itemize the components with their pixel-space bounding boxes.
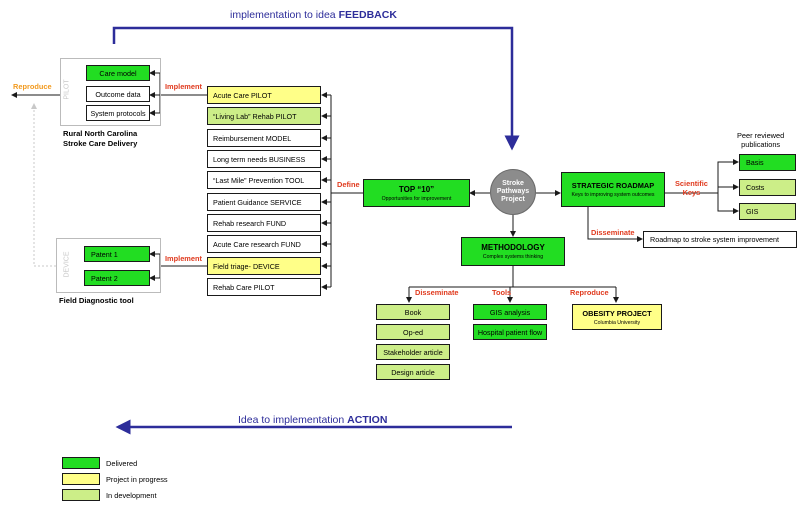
disseminate-right-label: Disseminate bbox=[591, 228, 635, 237]
peer-line2: publications bbox=[741, 140, 781, 149]
peer-reviewed-caption: Peer reviewed publications bbox=[737, 131, 784, 149]
pilot-caption-line1: Rural North Carolina bbox=[63, 129, 138, 138]
legend-label-delivered: Delivered bbox=[106, 459, 138, 468]
device-patent-2: Patent 2 bbox=[84, 270, 150, 286]
tools-label: Tools bbox=[492, 288, 512, 297]
disseminate-oped: Op-ed bbox=[376, 324, 450, 340]
tools-gis-analysis: GIS analysis bbox=[473, 304, 547, 320]
legend-swatch-in-development bbox=[62, 489, 100, 501]
legend-label-in-progress: Project in progress bbox=[106, 475, 168, 484]
project-field-triage-device: Field triage- DEVICE bbox=[207, 257, 321, 275]
project-reimbursement-model: Reimbursement MODEL bbox=[207, 129, 321, 147]
scientific-line2: Keys bbox=[682, 188, 701, 197]
peer-line1: Peer reviewed bbox=[737, 131, 785, 140]
implement-top-label: Implement bbox=[165, 82, 202, 91]
device-patent-1: Patent 1 bbox=[84, 246, 150, 262]
hub-line1: Stroke bbox=[502, 180, 524, 187]
peer-costs: Costs bbox=[739, 179, 796, 196]
device-to-pilot-dotted bbox=[31, 103, 56, 267]
device-caption: Field Diagnostic tool bbox=[59, 296, 134, 305]
hub-line3: Project bbox=[501, 196, 525, 203]
roadmap-output-box: Roadmap to stroke system improvement bbox=[643, 231, 797, 248]
legend-label-in-development: In development bbox=[106, 491, 157, 500]
methodology-box: METHODOLOGY Complex systems thinking bbox=[461, 237, 565, 266]
pilot-system-protocols: System protocols bbox=[86, 105, 150, 121]
implement-bottom-label: Implement bbox=[165, 254, 202, 263]
disseminate-design-article: Design article bbox=[376, 364, 450, 380]
feedback-prefix: implementation to idea bbox=[230, 9, 339, 21]
legend-swatch-in-progress bbox=[62, 473, 100, 485]
disseminate-book: Book bbox=[376, 304, 450, 320]
feedback-caption: implementation to idea FEEDBACK bbox=[230, 9, 397, 21]
project-patient-guidance-service: Patient Guidance SERVICE bbox=[207, 193, 321, 211]
reproduce-left-label: Reproduce bbox=[13, 82, 52, 91]
feedback-loop-arrow bbox=[112, 26, 520, 151]
project-acute-care-research-fund: Acute Care research FUND bbox=[207, 235, 321, 253]
methodology-title: METHODOLOGY bbox=[481, 243, 545, 252]
device-vertical-label: DEVICE bbox=[63, 251, 71, 278]
action-caption: Idea to implementation ACTION bbox=[238, 414, 387, 426]
obesity-project-box: OBESITY PROJECT Columbia University bbox=[572, 304, 662, 330]
project-living-lab-rehab-pilot: “Living Lab” Rehab PILOT bbox=[207, 107, 321, 125]
methodology-subtitle: Complex systems thinking bbox=[482, 254, 544, 260]
top10-title: TOP “10” bbox=[398, 184, 435, 194]
stroke-pathways-hub: Stroke Pathways Project bbox=[490, 169, 536, 215]
project-acute-care-pilot: Acute Care PILOT bbox=[207, 86, 321, 104]
top10-box: TOP “10” Opportunities for improvement bbox=[363, 179, 470, 207]
pilot-frame bbox=[60, 58, 161, 126]
peer-basis: Basis bbox=[739, 154, 796, 171]
project-rehab-research-fund: Rehab research FUND bbox=[207, 214, 321, 232]
project-long-term-needs-business: Long term needs BUSINESS bbox=[207, 150, 321, 168]
define-label: Define bbox=[337, 180, 360, 189]
pilot-care-model: Care model bbox=[86, 65, 150, 81]
roadmap-title: STRATEGIC ROADMAP bbox=[571, 181, 655, 190]
pilot-vertical-label: PILOT bbox=[63, 79, 71, 100]
legend-swatch-delivered bbox=[62, 457, 100, 469]
strategic-roadmap-box: STRATEGIC ROADMAP Keys to improving syst… bbox=[561, 172, 665, 207]
feedback-emph: FEEDBACK bbox=[338, 9, 397, 21]
obesity-subtitle: Columbia University bbox=[593, 319, 641, 326]
obesity-title: OBESITY PROJECT bbox=[582, 308, 652, 318]
disseminate-stakeholder-article: Stakeholder article bbox=[376, 344, 450, 360]
device-frame bbox=[56, 238, 161, 293]
disseminate-bottom-label: Disseminate bbox=[415, 288, 459, 297]
roadmap-subtitle: Keys to improving system outcomes bbox=[571, 192, 655, 198]
action-emph: ACTION bbox=[347, 414, 388, 426]
project-last-mile-prevention-tool: “Last Mile” Prevention TOOL bbox=[207, 171, 321, 189]
scientific-line1: Scientific bbox=[675, 179, 708, 188]
hub-line2: Pathways bbox=[496, 188, 530, 195]
scientific-keys-label: Scientific Keys bbox=[675, 179, 708, 197]
pilot-caption: Rural North Carolina Stroke Care Deliver… bbox=[63, 129, 137, 149]
top10-subtitle: Opportunities for improvement bbox=[381, 195, 452, 202]
pilot-outcome-data: Outcome data bbox=[86, 86, 150, 102]
action-prefix: Idea to implementation bbox=[238, 414, 348, 426]
pilot-caption-line2: Stroke Care Delivery bbox=[63, 139, 138, 148]
project-rehab-care-pilot: Rehab Care PILOT bbox=[207, 278, 321, 296]
reproduce-bottom-label: Reproduce bbox=[570, 288, 609, 297]
tools-hospital-patient-flow: Hospital patient flow bbox=[473, 324, 547, 340]
peer-gis: GIS bbox=[739, 203, 796, 220]
